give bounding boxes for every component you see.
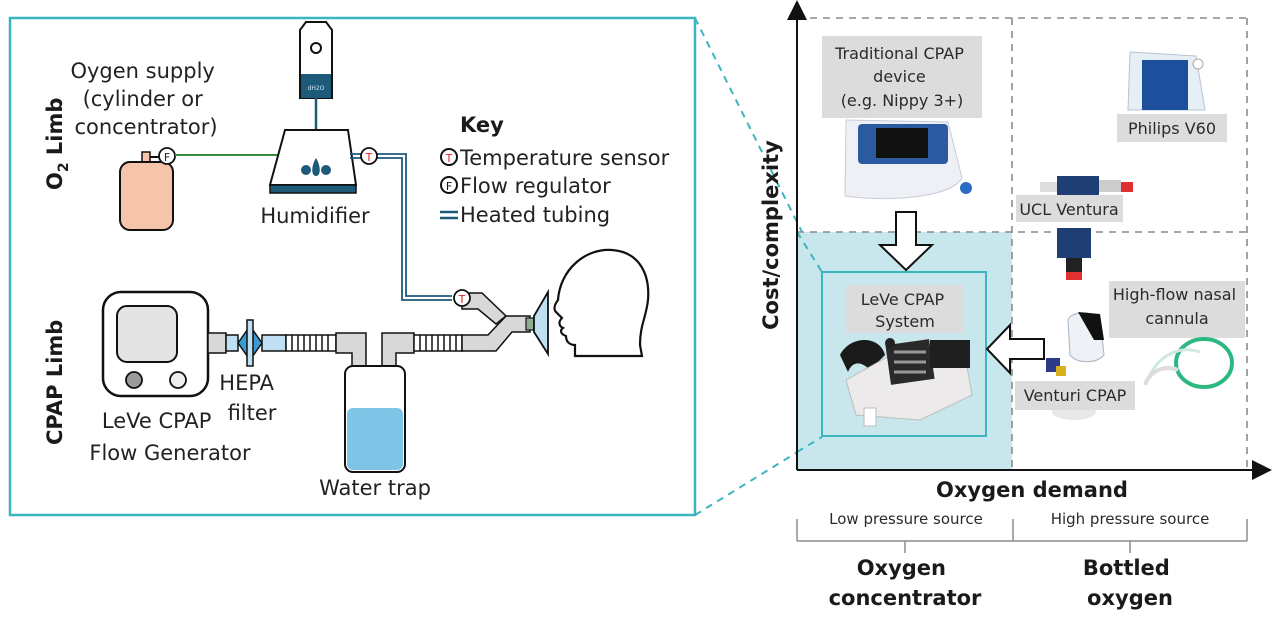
svg-text:T: T [445, 152, 453, 165]
svg-text:Heated tubing: Heated tubing [460, 203, 610, 227]
down-arrow-icon [877, 211, 935, 272]
oxygen-supply-label: Oygen supply (cylinder or concentrator) [70, 59, 221, 139]
nippy-device-image [844, 119, 972, 200]
venturi-label-bg [1015, 381, 1135, 410]
left-arrow-icon [985, 322, 1045, 376]
philips-label-bg [1117, 114, 1227, 142]
philips-v60-image [1127, 51, 1206, 111]
oxygen-concentrator-label: Oxygen concentrator [829, 556, 982, 610]
heated-tubing-icon [440, 210, 458, 220]
cpap-tubing [207, 292, 535, 369]
zoom-connector-top [694, 17, 823, 273]
humidifier-label: Humidifier [260, 204, 370, 228]
low-pressure-label: Low pressure source [829, 510, 983, 528]
bottled-oxygen-label: Bottled oxygen [1083, 556, 1177, 610]
venturi-cpap-image [1046, 312, 1105, 420]
leve-label-bg [846, 285, 963, 333]
high-pressure-label: High pressure source [1051, 510, 1210, 528]
x-axis-label: Oxygen demand [936, 478, 1128, 502]
key-item-heated-tubing: Heated tubing [440, 203, 610, 227]
philips-label: Philips V60 [1128, 119, 1216, 138]
svg-text:T: T [365, 151, 373, 164]
svg-text:Flow regulator: Flow regulator [460, 174, 611, 198]
ucl-ventura-image [1040, 176, 1133, 280]
flow-generator-label: LeVe CPAP Flow Generator [89, 409, 251, 465]
y-axis-label: Cost/complexity [759, 140, 783, 330]
traditional-cpap-label-bg [822, 36, 982, 118]
oxygen-cylinder-icon [119, 151, 174, 231]
flow-regulator-icon: F [158, 147, 176, 165]
cpap-limb-label: CPAP Limb [43, 320, 67, 445]
leve-corner-dash-top [796, 231, 823, 273]
temperature-sensor-icon: T [360, 147, 378, 165]
o2-limb-label: O2 Limb [43, 98, 72, 190]
quadrant-grid [797, 17, 1248, 470]
temperature-sensor-icon: T [440, 148, 458, 166]
hfnc-label: High-flow nasal cannula [1113, 285, 1241, 328]
humidifier-icon: dH2O [268, 21, 358, 194]
flow-generator-icon [101, 290, 210, 398]
mask-icon [533, 288, 549, 358]
nasal-cannula-image [1143, 337, 1234, 389]
leve-corner-dash-bottom [796, 436, 823, 453]
venturi-label: Venturi CPAP [1024, 386, 1127, 405]
svg-text:dH2O: dH2O [308, 85, 325, 92]
patient-head-icon [553, 248, 650, 358]
svg-text:F: F [164, 151, 170, 164]
ucl-ventura-label: UCL Ventura [1019, 200, 1118, 219]
key-title: Key [460, 113, 504, 137]
hfnc-label-bg [1109, 281, 1245, 338]
ucl-ventura-label-bg [1016, 195, 1123, 222]
leve-label: LeVe CPAP System [861, 290, 950, 331]
temperature-sensor-icon: T [453, 289, 471, 307]
key-item-flow: F Flow regulator [440, 174, 611, 198]
svg-text:T: T [458, 293, 466, 306]
oxygen-source-bracket [796, 519, 1248, 553]
leve-highlight-box [821, 271, 987, 437]
key-item-temperature: T Temperature sensor [440, 146, 670, 170]
water-trap-label: Water trap [319, 476, 431, 500]
traditional-cpap-label: Traditional CPAP device (e.g. Nippy 3+) [834, 44, 969, 110]
hepa-filter-label: HEPA filter [219, 371, 280, 425]
svg-text:F: F [446, 180, 452, 193]
flow-regulator-icon: F [440, 176, 458, 194]
water-trap-icon [344, 365, 406, 473]
svg-text:Temperature sensor: Temperature sensor [459, 146, 670, 170]
leve-device-image [840, 338, 973, 427]
